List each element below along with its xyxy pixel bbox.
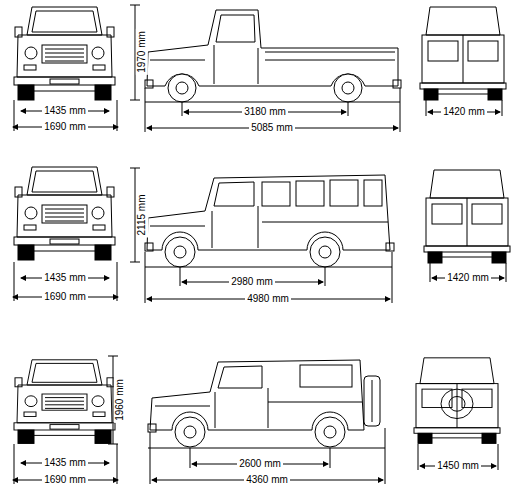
dimension-label: 1690 mm xyxy=(42,474,88,486)
dimension-label: 5085 mm xyxy=(249,122,295,134)
dimension-label: 1690 mm xyxy=(42,291,88,303)
dimension-label: 1420 mm xyxy=(445,272,491,284)
dimension-label: 1960 mm xyxy=(114,377,126,423)
dimension-label: 3180 mm xyxy=(242,106,288,118)
dimension-label: 1970 mm xyxy=(136,29,148,75)
dimension-label: 1420 mm xyxy=(441,106,487,118)
dimension-label: 2600 mm xyxy=(237,458,283,470)
dimension-label: 1435 mm xyxy=(42,457,88,469)
dimension-label: 1435 mm xyxy=(42,105,88,117)
dimension-label: 1435 mm xyxy=(42,272,88,284)
dimension-label: 1690 mm xyxy=(42,121,88,133)
dimension-label: 4980 mm xyxy=(245,293,291,305)
dimension-label: 4360 mm xyxy=(244,474,290,486)
dimension-label: 2115 mm xyxy=(136,193,148,238)
dimension-label: 2980 mm xyxy=(229,276,275,288)
dimension-label: 1450 mm xyxy=(435,460,481,472)
